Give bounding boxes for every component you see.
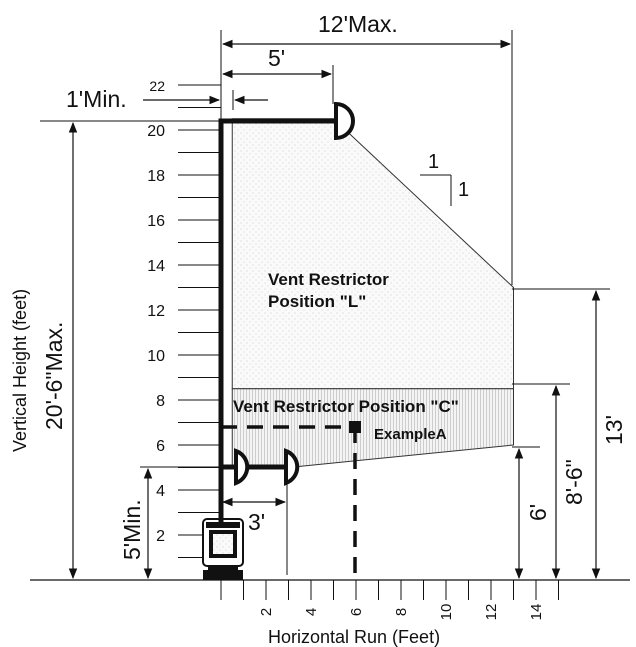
y-tick-label: 18: [147, 168, 165, 185]
region-l-label-line2: Position "L": [268, 292, 366, 311]
y-tick-label: 8: [156, 393, 165, 410]
x-tick-label: 8: [393, 608, 410, 616]
dim-12ft-max-label: 12'Max.: [318, 11, 398, 37]
y-tick-label: 4: [156, 483, 165, 500]
dim-5ft-label: 5': [268, 45, 285, 71]
x-tick-label: 2: [258, 608, 275, 616]
dim-20ft-max-label: 20'-6"Max.: [41, 322, 67, 430]
region-position-c: [231, 388, 514, 468]
y-tick-label: 22: [149, 78, 165, 94]
slope-run-label: 1: [428, 151, 439, 173]
example-a-marker: [349, 421, 361, 433]
y-tick-label: 6: [156, 438, 165, 455]
y-tick-label: 10: [147, 348, 165, 365]
y-tick-label: 16: [147, 213, 165, 230]
x-tick-label: 12: [483, 604, 500, 621]
y-tick-label: 2: [156, 528, 165, 545]
slope-rise-label: 1: [458, 179, 469, 201]
termination-cap-top: [334, 101, 355, 141]
dim-13ft-label: 13': [601, 415, 627, 445]
dim-3ft-label: 3': [248, 509, 265, 535]
y-axis-title: Vertical Height (feet): [10, 289, 30, 452]
x-tick-label: 6: [348, 608, 365, 616]
y-tick-label: 14: [147, 258, 165, 275]
x-tick-label: 4: [303, 608, 320, 616]
x-tick-label: 10: [438, 604, 455, 621]
x-axis-ticks: 2 4 6 8 10 12 14: [220, 580, 559, 621]
region-position-l: [231, 118, 514, 390]
region-c-label: Vent Restrictor Position "C": [233, 397, 459, 416]
y-tick-label: 12: [147, 303, 165, 320]
dim-6ft-label: 6': [525, 504, 551, 521]
stove-icon: [202, 518, 244, 580]
termination-cap-mid: [234, 448, 250, 486]
y-axis-ticks: 2 4 6 8 10 12 14 16 18 20 22: [147, 78, 221, 558]
example-a-label: ExampleA: [374, 426, 447, 443]
y-tick-label: 20: [147, 123, 165, 140]
dim-1ft-min-label: 1'Min.: [66, 86, 127, 112]
dim-8-6-label: 8'-6": [561, 459, 587, 505]
region-l-label-line1: Vent Restrictor: [268, 270, 389, 289]
termination-cap-right: [284, 448, 300, 486]
x-tick-label: 14: [528, 604, 545, 621]
dim-5ft-min-label: 5'Min.: [119, 499, 145, 560]
slope-indicator: [420, 174, 452, 206]
x-axis-title: Horizontal Run (Feet): [268, 627, 440, 647]
